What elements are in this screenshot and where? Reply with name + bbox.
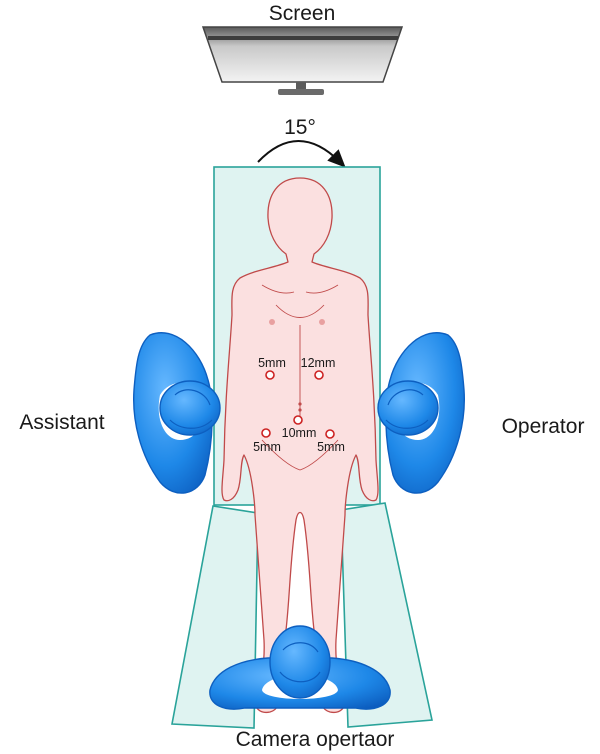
port-marker — [325, 429, 335, 439]
port-marker — [261, 428, 271, 438]
port-marker — [265, 370, 275, 380]
port-label: 5mm — [258, 356, 286, 370]
patient-body — [221, 177, 379, 714]
operator-figure-icon — [377, 332, 465, 494]
port-label: 12mm — [301, 356, 336, 370]
camera-operator-figure-icon — [209, 625, 391, 710]
monitor-icon — [201, 26, 404, 95]
port-marker — [293, 415, 303, 425]
port-label: 10mm — [282, 426, 317, 440]
angle-label: 15° — [284, 116, 316, 139]
camera-operator-label: Camera opertaor — [236, 728, 395, 751]
screen-label: Screen — [269, 2, 336, 25]
port-label: 5mm — [317, 440, 345, 454]
port-marker — [314, 370, 324, 380]
navel — [298, 402, 302, 412]
assistant-figure-icon — [133, 332, 221, 494]
port-labels: 5mm 12mm 10mm 5mm 5mm — [253, 356, 345, 454]
assistant-label: Assistant — [19, 411, 104, 434]
nipples — [269, 319, 325, 325]
port-label: 5mm — [253, 440, 281, 454]
operator-label: Operator — [502, 415, 585, 438]
rotation-arrow — [257, 140, 346, 168]
trocar-ports — [261, 370, 335, 439]
